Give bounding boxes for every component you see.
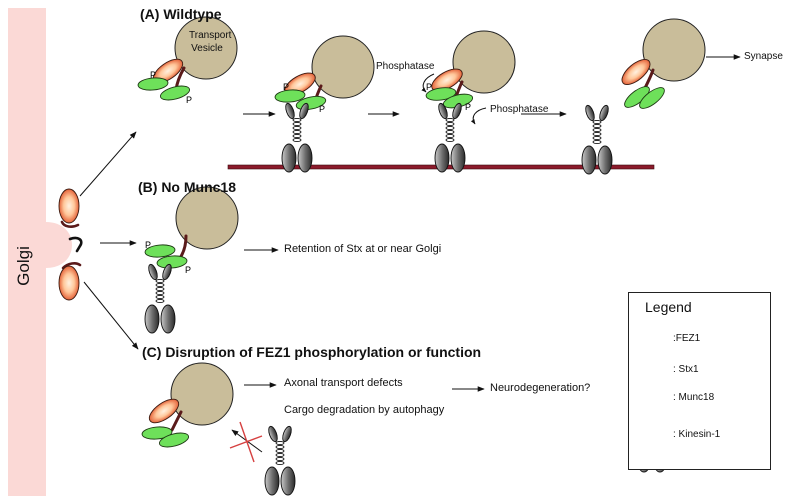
legend-box: Legend — [628, 292, 771, 470]
phosphatase-arrow-1 — [421, 73, 435, 93]
p-marker-a3-top: P — [426, 82, 432, 92]
panel-a-title: (A) Wildtype — [140, 6, 222, 22]
p-marker-a2-bottom: P — [319, 104, 325, 114]
golgi-label: Golgi — [4, 236, 44, 296]
golgi-membrane — [8, 8, 72, 496]
panel-c-title: (C) Disruption of FEZ1 phosphorylation o… — [142, 344, 482, 360]
legend-item-munc18: : Munc18 — [673, 392, 715, 403]
disruption-complex — [141, 362, 234, 451]
wildtype-complex-1 — [137, 16, 238, 104]
golgi-munc18-bottom — [58, 262, 82, 301]
vesicle-label-line1: Transport — [189, 30, 232, 41]
golgi-munc18-top — [58, 188, 80, 228]
legend-item-stx1: : Stx1 — [673, 364, 699, 375]
p-marker-a3-bottom: P — [465, 102, 471, 112]
arrow-to-wildtype — [79, 131, 137, 197]
wildtype-complex-2 — [274, 35, 375, 173]
block-cross-icon — [229, 421, 263, 463]
p-marker-b-top: P — [145, 240, 151, 250]
legend-title: Legend — [645, 299, 692, 315]
arrow-to-disruption — [83, 281, 139, 350]
panel-c-outcome-1: Axonal transport defects — [284, 377, 403, 389]
legend-item-kinesin1: : Kinesin-1 — [673, 429, 721, 440]
golgi-label-text: Golgi — [14, 246, 33, 286]
phosphatase-label-2: Phosphatase — [490, 104, 549, 115]
wildtype-kinesin-4 — [581, 103, 613, 175]
legend-item-fez1: :FEZ1 — [673, 333, 701, 344]
wildtype-complex-3 — [424, 30, 516, 173]
panel-b-title: (B) No Munc18 — [138, 179, 236, 195]
p-marker-a2-top: P — [283, 82, 289, 92]
golgi-stx1 — [68, 236, 83, 253]
panel-c-outcome-2: Cargo degradation by autophagy — [284, 404, 445, 416]
panel-b-outcome: Retention of Stx at or near Golgi — [284, 243, 442, 255]
p-marker-a1-bottom: P — [186, 95, 192, 105]
p-marker-b-bottom: P — [185, 265, 191, 275]
p-marker-a1-top: P — [150, 70, 156, 80]
phosphatase-label-1: Phosphatase — [376, 61, 435, 72]
wildtype-complex-5 — [617, 18, 706, 113]
phosphatase-arrow-2 — [470, 107, 487, 125]
panel-c-result: Neurodegeneration? — [490, 382, 591, 394]
disruption-kinesin — [264, 424, 296, 496]
no-munc18-complex — [144, 186, 239, 334]
vesicle-label-line2: Vesicle — [191, 43, 223, 54]
synapse-label: Synapse — [744, 51, 783, 62]
